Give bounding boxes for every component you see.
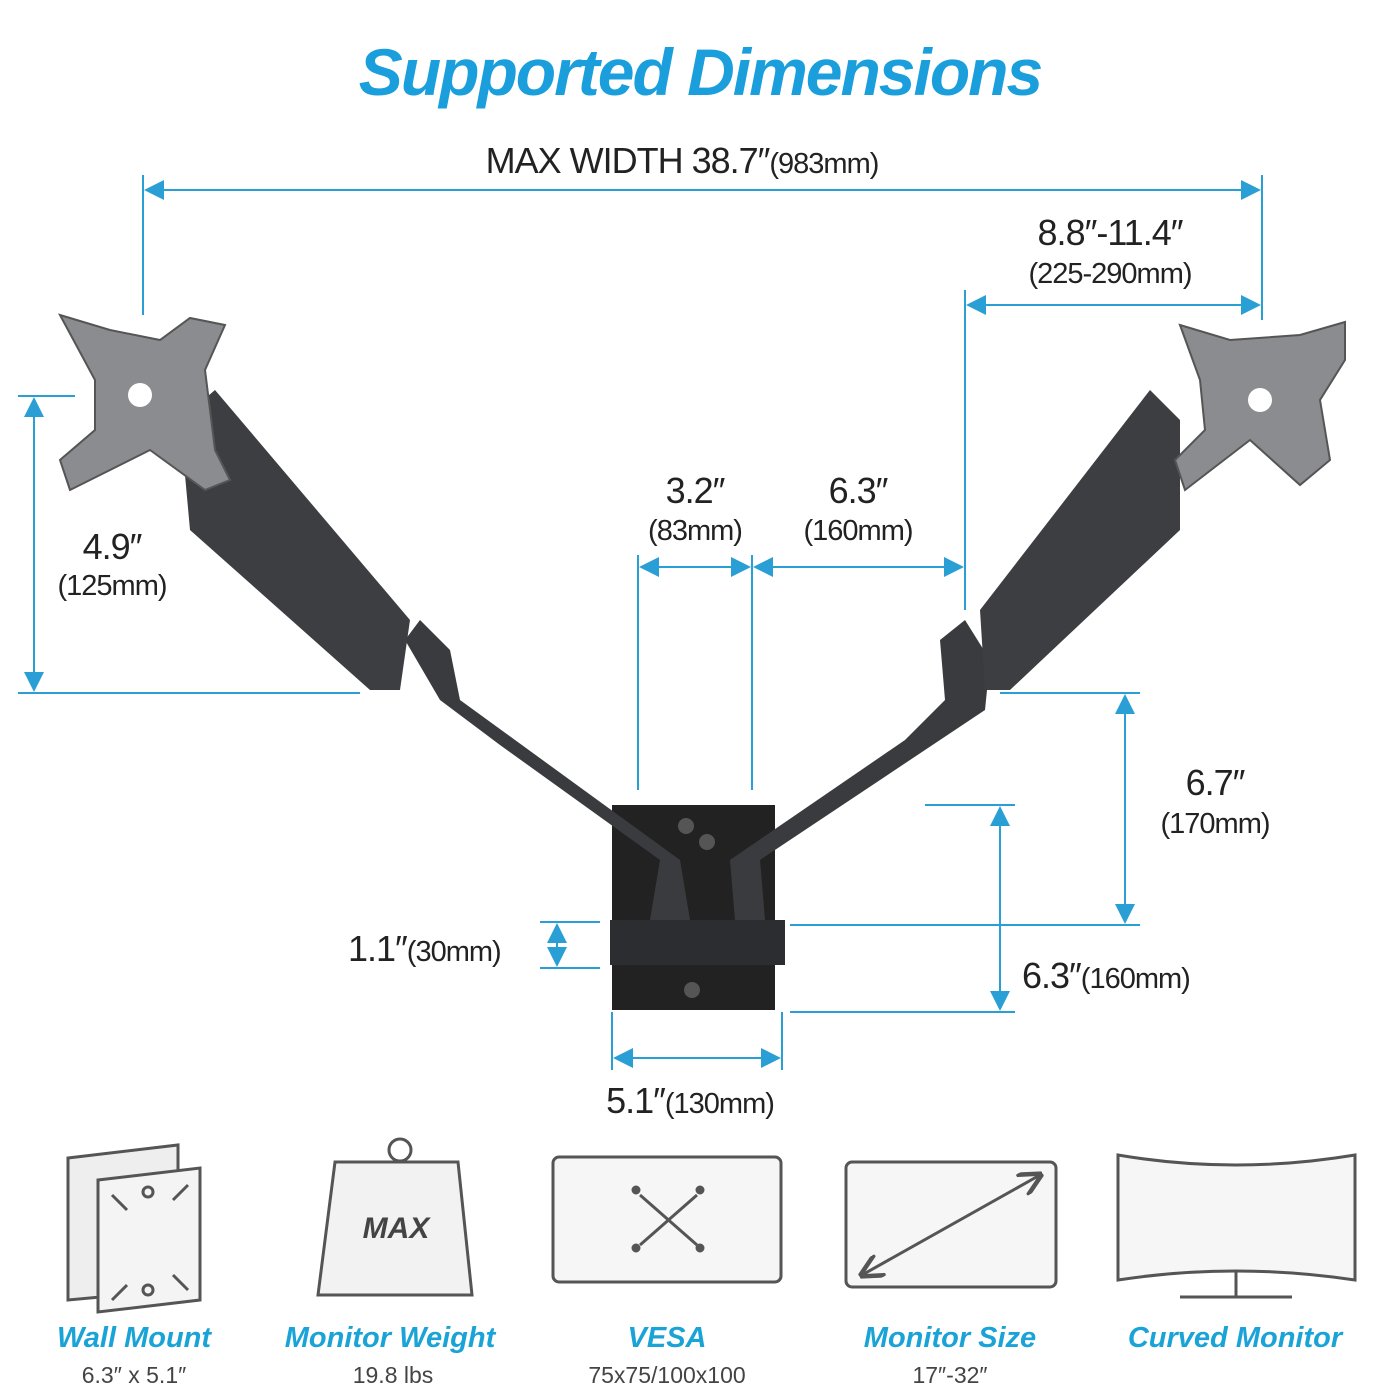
weight-icon-text: MAX xyxy=(362,1212,430,1245)
feature-label-wall-mount: Wall Mount xyxy=(56,1322,212,1354)
arm-reach-metric: (160mm) xyxy=(803,515,913,547)
feature-value-vesa: 75x75/100x100 xyxy=(588,1362,746,1388)
base-width-label: 5.1″(130mm) xyxy=(606,1080,775,1121)
arm-extension-label: 8.8″-11.4″ xyxy=(1037,212,1184,253)
feature-label-vesa: VESA xyxy=(627,1322,707,1354)
center-offset-label: 3.2″ xyxy=(665,470,726,511)
feature-value-wall-mount: 6.3″ x 5.1″ xyxy=(81,1362,187,1388)
feature-value-monitor-size: 17″-32″ xyxy=(912,1362,988,1388)
dimension-lines xyxy=(18,175,1263,1070)
center-offset-metric: (83mm) xyxy=(648,515,743,547)
feature-value-monitor-weight: 19.8 lbs xyxy=(352,1362,434,1388)
arm-reach-label: 6.3″ xyxy=(828,470,889,511)
plate-height-metric: (125mm) xyxy=(57,570,167,602)
page-title: Supported Dimensions xyxy=(358,35,1043,109)
arm-extension-metric: (225-290mm) xyxy=(1028,258,1192,290)
feature-label-monitor-size: Monitor Size xyxy=(863,1322,1037,1354)
plate-height-label: 4.9″ xyxy=(82,526,143,567)
collar-label: 1.1″(30mm) xyxy=(348,928,502,969)
feature-label-curved-monitor: Curved Monitor xyxy=(1127,1322,1343,1354)
vertical-upper-label: 6.7″ xyxy=(1185,762,1246,803)
dual-monitor-arm xyxy=(57,313,1346,1010)
feature-label-monitor-weight: Monitor Weight xyxy=(284,1322,496,1354)
vertical-upper-metric: (170mm) xyxy=(1160,808,1270,840)
max-width-label: MAX WIDTH 38.7″(983mm) xyxy=(485,140,880,181)
vertical-lower-label: 6.3″(160mm) xyxy=(1022,955,1191,996)
